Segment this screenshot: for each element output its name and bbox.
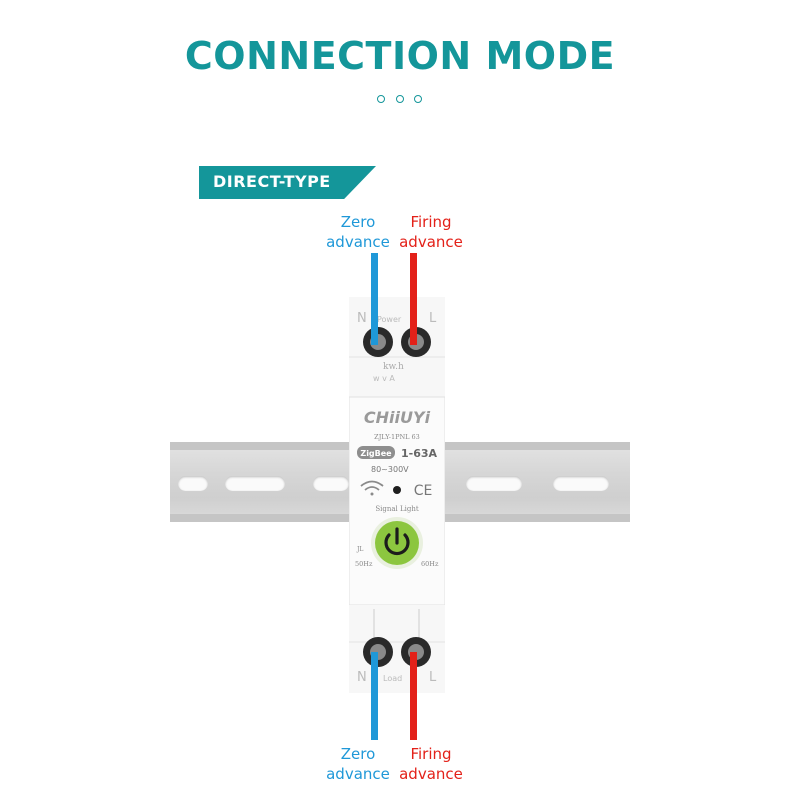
decorative-dots <box>377 95 427 107</box>
wifi-icon <box>360 480 384 496</box>
label-line: advance <box>399 233 463 251</box>
model-label: ZJLY-1PNL 63 <box>374 433 420 441</box>
zigbee-badge <box>357 446 395 459</box>
label-line: Firing <box>410 213 452 231</box>
section-banner: DIRECT-TYPE <box>199 166 376 199</box>
meter-markings: w v A <box>373 374 395 383</box>
label-line: advance <box>326 765 390 783</box>
rail-slot <box>553 476 609 491</box>
voltage-range: 80~300V <box>371 465 409 474</box>
bottom-firing-wire <box>410 652 417 740</box>
top-n-marker: N <box>357 311 367 326</box>
signal-light <box>393 486 401 494</box>
top-zero-wire <box>371 253 378 345</box>
section-label: DIRECT-TYPE <box>213 172 331 191</box>
signal-light-label: Signal Light <box>375 505 419 513</box>
rail-slot <box>225 476 285 491</box>
load-label: Load <box>383 674 402 683</box>
power-label: Power <box>377 315 402 324</box>
protocol-badge-text: ZigBee <box>360 449 392 458</box>
dot-icon <box>396 95 404 103</box>
rail-slot <box>466 476 522 491</box>
label-line: advance <box>399 765 463 783</box>
dot-icon <box>377 95 385 103</box>
ce-mark: CE <box>414 483 433 499</box>
meter-label: kw.h <box>383 362 404 372</box>
top-zero-label: Zero advance <box>318 212 398 252</box>
label-line: Zero <box>340 213 376 231</box>
bottom-zero-wire <box>371 652 378 740</box>
top-firing-wire <box>410 253 417 345</box>
page-title: CONNECTION MODE <box>184 34 616 78</box>
freq-60-label: 60Hz <box>421 560 439 568</box>
smart-breaker: N L Power kw.h w v A CHiiUYi ZJLY-1PNL 6… <box>349 297 445 693</box>
jl-label: JL <box>356 546 363 553</box>
rail-slot <box>313 476 349 491</box>
dot-icon <box>414 95 422 103</box>
brand-logo: CHiiUYi <box>364 408 431 427</box>
power-icon <box>384 527 410 556</box>
freq-50-label: 50Hz <box>355 560 373 568</box>
power-button[interactable] <box>371 517 423 569</box>
current-range: 1-63A <box>401 447 438 460</box>
bottom-firing-label: Firing advance <box>391 744 471 784</box>
top-l-marker: L <box>429 311 437 326</box>
label-line: Zero <box>340 745 376 763</box>
label-line: advance <box>326 233 390 251</box>
bottom-zero-label: Zero advance <box>318 744 398 784</box>
bottom-l-marker: L <box>429 670 437 685</box>
bottom-n-marker: N <box>357 670 367 685</box>
top-firing-label: Firing advance <box>391 212 471 252</box>
label-line: Firing <box>410 745 452 763</box>
rail-slot <box>178 476 208 491</box>
